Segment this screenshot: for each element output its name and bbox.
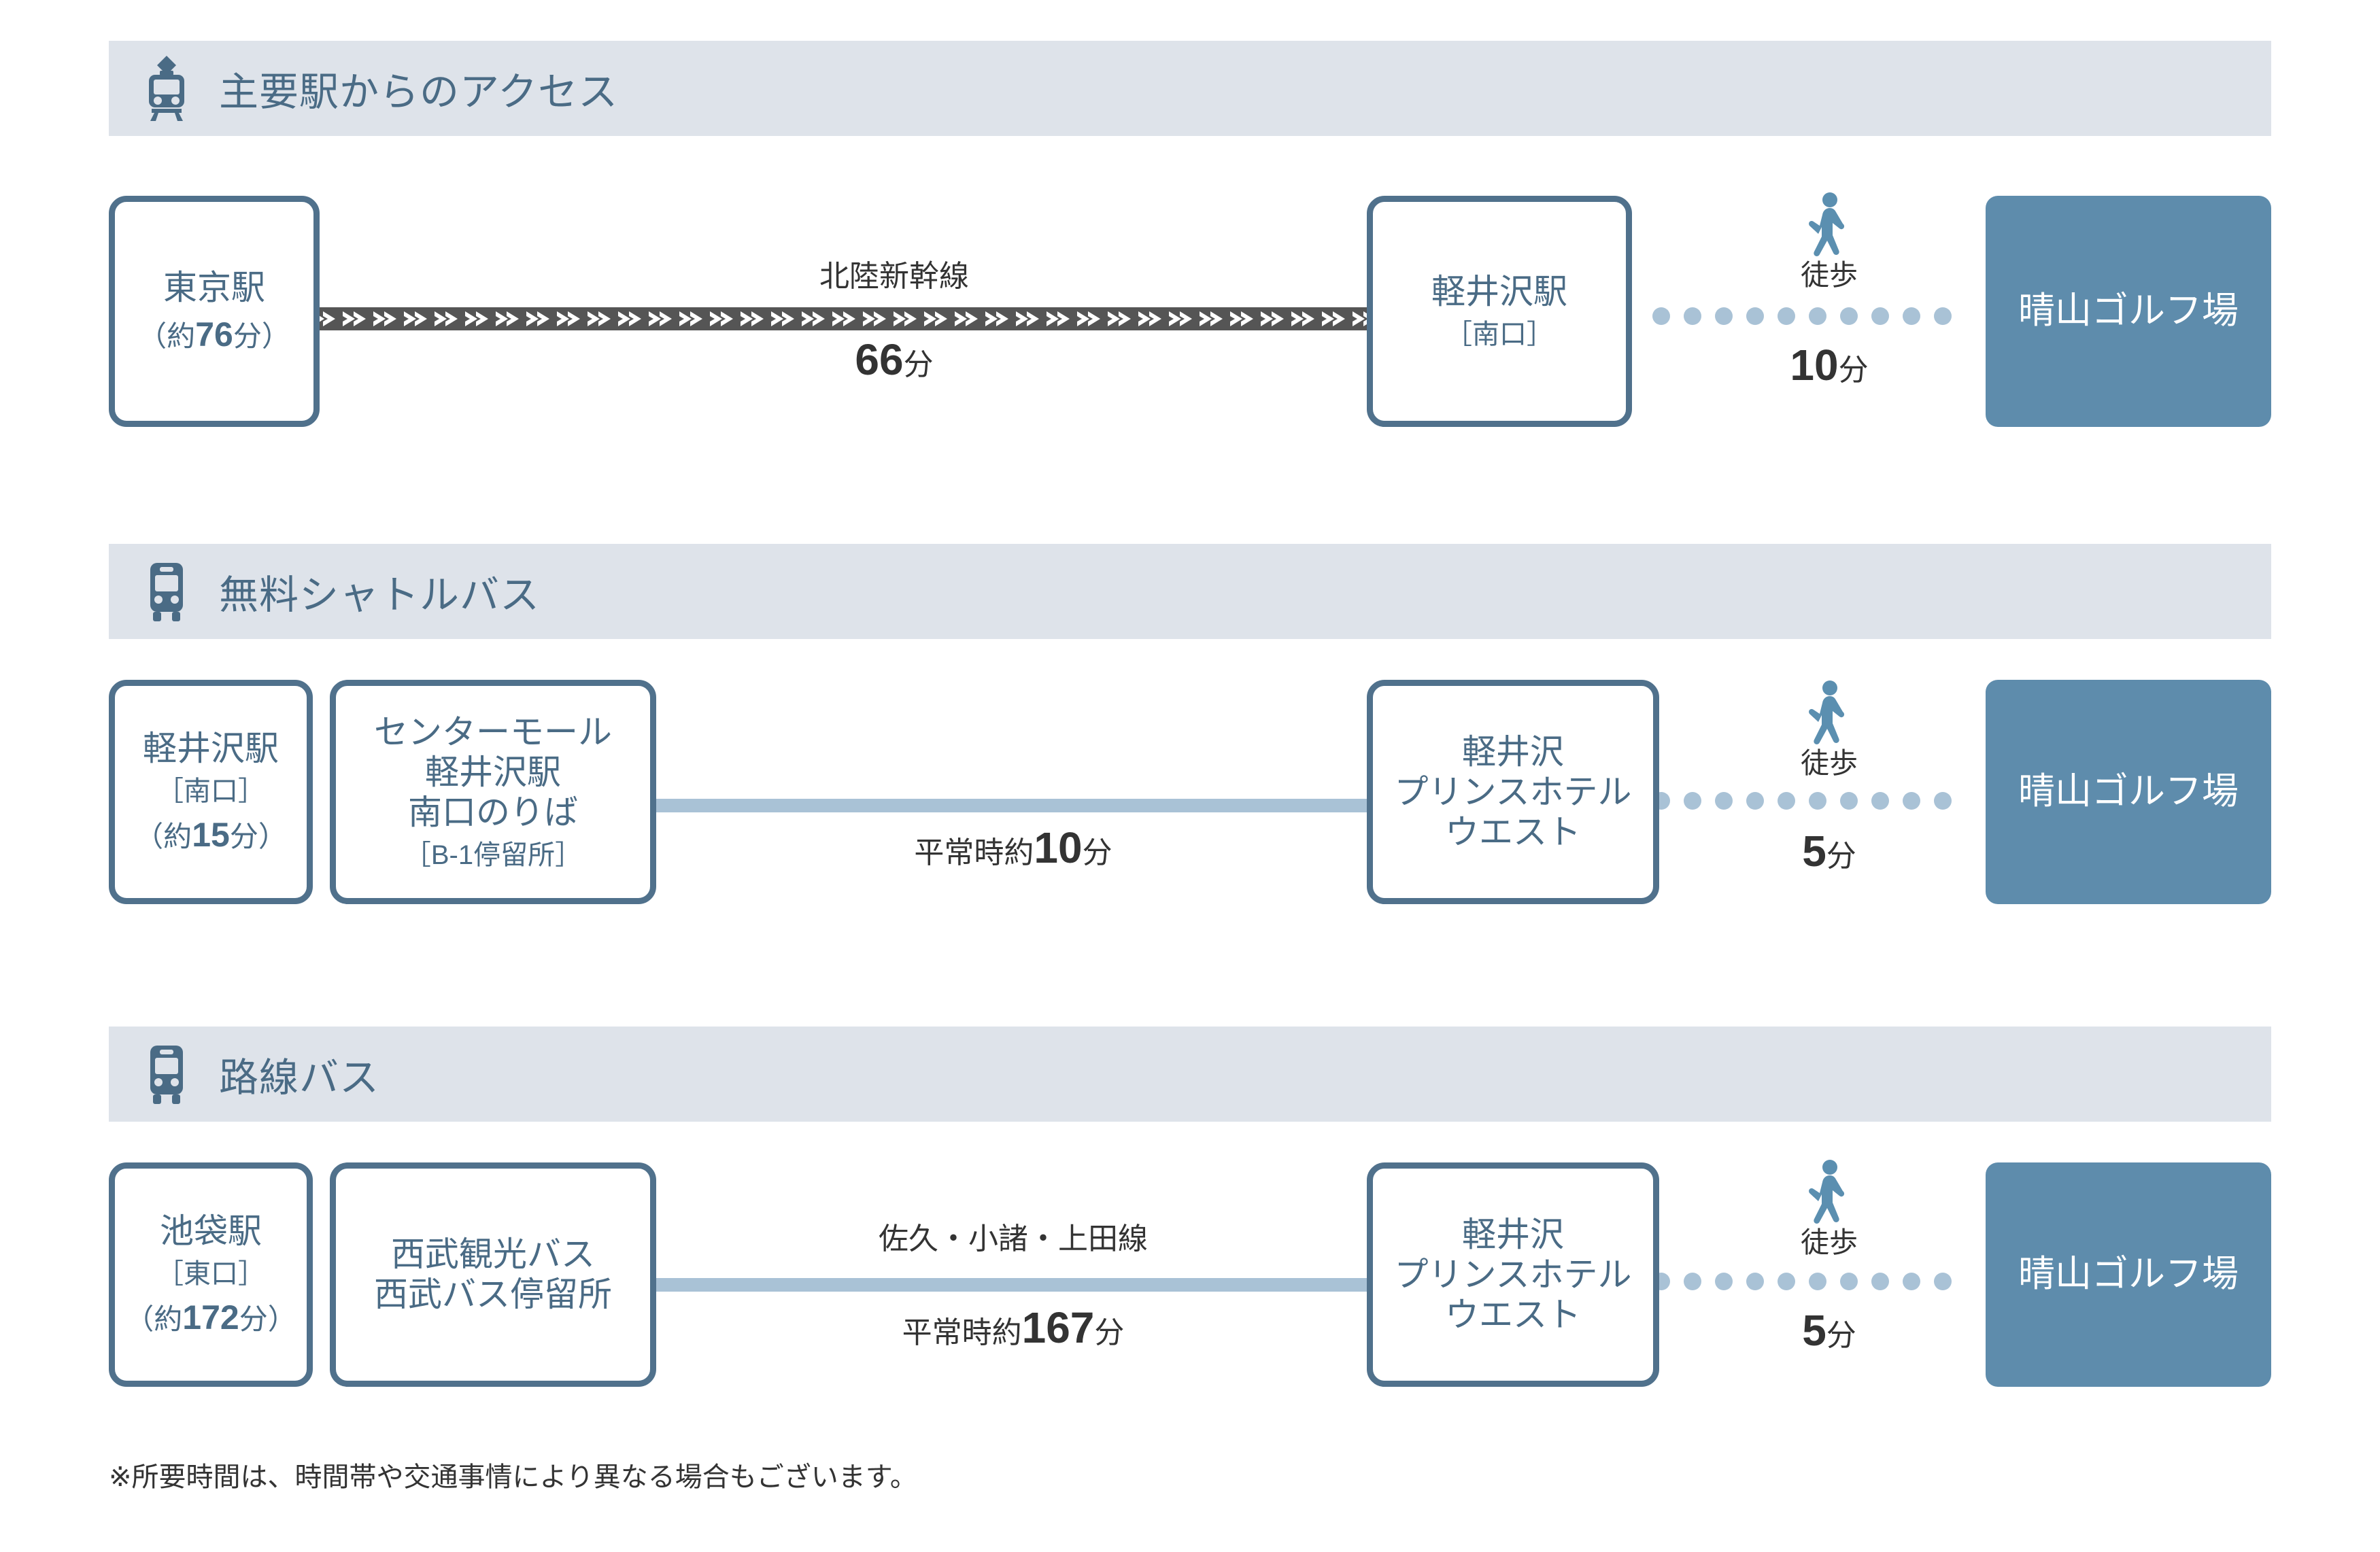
node-line-1: センターモール xyxy=(374,712,612,751)
node-seibu-bus-stop[interactable]: 西武観光バス 西武バス停留所 xyxy=(330,1162,656,1387)
walk-duration-2: 5分 xyxy=(1802,827,1856,876)
node-shuttle-stop[interactable]: センターモール 軽井沢駅 南口のりば ［B-1停留所］ xyxy=(330,680,656,904)
node-stop-code: ［B-1停留所］ xyxy=(403,840,583,870)
node-main-label: 晴山ゴルフ場 xyxy=(2018,1254,2239,1295)
dot xyxy=(1715,792,1733,810)
dot xyxy=(1809,1273,1826,1290)
dot xyxy=(1746,792,1764,810)
dot xyxy=(1840,792,1858,810)
walk-group-1: 徒歩 xyxy=(1754,192,1904,290)
walking-person-icon xyxy=(1809,192,1845,256)
footnote: ※所要時間は、時間帯や交通事情により異なる場合もございます。 xyxy=(109,1462,917,1492)
node-exit-label: ［東口］ xyxy=(156,1259,265,1290)
shinkansen-line xyxy=(309,307,1380,330)
walk-label: 徒歩 xyxy=(1800,1226,1858,1258)
node-main-label: 軽井沢駅 xyxy=(1431,272,1567,311)
section-header-route-bus: 路線バス xyxy=(109,1027,2271,1122)
dot xyxy=(1903,792,1920,810)
dot xyxy=(1871,1273,1889,1290)
node-line-2: 西武バス停留所 xyxy=(374,1275,612,1313)
rail-duration: 66分 xyxy=(855,335,934,384)
dot xyxy=(1903,307,1920,325)
dot xyxy=(1684,1273,1701,1290)
dot xyxy=(1778,307,1795,325)
walk-duration-3: 5分 xyxy=(1802,1306,1856,1355)
node-main-label: 池袋駅 xyxy=(160,1212,262,1251)
rail-line-name: 北陸新幹線 xyxy=(819,260,969,293)
dot xyxy=(1652,307,1670,325)
dot xyxy=(1778,792,1795,810)
dot xyxy=(1684,792,1701,810)
node-duration-label: （約172分） xyxy=(125,1298,296,1337)
walk-label: 徒歩 xyxy=(1800,259,1858,291)
node-prince-hotel-west-shuttle[interactable]: 軽井沢 プリンスホテル ウエスト xyxy=(1367,680,1659,904)
dot xyxy=(1903,1273,1920,1290)
node-line-2: 軽井沢駅 xyxy=(425,753,561,791)
dot xyxy=(1684,307,1701,325)
dot xyxy=(1715,307,1733,325)
walk-duration-1: 10分 xyxy=(1790,341,1869,390)
node-line-1: 軽井沢 xyxy=(1462,1215,1564,1254)
dot xyxy=(1778,1273,1795,1290)
route-bus-line xyxy=(653,1278,1374,1292)
dot xyxy=(1715,1273,1733,1290)
node-line-3: ウエスト xyxy=(1445,1295,1581,1334)
walk-label: 徒歩 xyxy=(1800,747,1858,779)
walk-dotted-line-3 xyxy=(1652,1273,1965,1290)
node-destination-golf[interactable]: 晴山ゴルフ場 xyxy=(1986,196,2271,427)
walk-dotted-line-1 xyxy=(1652,307,1965,325)
section-title: 主要駅からのアクセス xyxy=(219,70,619,114)
walk-group-3: 徒歩 xyxy=(1754,1159,1904,1257)
dot xyxy=(1746,1273,1764,1290)
shuttle-bus-line xyxy=(646,799,1374,812)
bus-icon xyxy=(137,559,196,624)
node-exit-label: ［南口］ xyxy=(1445,319,1554,349)
node-main-label: 東京駅 xyxy=(163,269,265,307)
node-origin-ikebukuro[interactable]: 池袋駅 ［東口］ （約172分） xyxy=(109,1162,313,1387)
dot xyxy=(1934,1273,1952,1290)
node-line-3: 南口のりば xyxy=(408,793,578,831)
section-header-rail: 主要駅からのアクセス xyxy=(109,41,2271,136)
node-main-label: 晴山ゴルフ場 xyxy=(2018,290,2239,332)
node-karuizawa-station[interactable]: 軽井沢駅 ［南口］ xyxy=(1367,196,1632,427)
walk-group-2: 徒歩 xyxy=(1754,680,1904,778)
dot xyxy=(1746,307,1764,325)
section-title: 無料シャトルバス xyxy=(219,573,541,617)
section-header-shuttle: 無料シャトルバス xyxy=(109,544,2271,639)
node-duration-label: （約15分） xyxy=(135,815,287,854)
node-origin-tokyo[interactable]: 東京駅 （約76分） xyxy=(109,196,320,427)
dot xyxy=(1871,307,1889,325)
walking-person-icon xyxy=(1809,1160,1845,1224)
node-line-2: プリンスホテル xyxy=(1394,1255,1632,1294)
dot xyxy=(1934,307,1952,325)
node-prince-hotel-west-bus[interactable]: 軽井沢 プリンスホテル ウエスト xyxy=(1367,1162,1659,1387)
dot xyxy=(1840,307,1858,325)
shuttle-duration: 平常時約10分 xyxy=(914,823,1112,872)
section-title: 路線バス xyxy=(219,1056,380,1100)
node-duration-label: （約76分） xyxy=(138,315,290,353)
dot xyxy=(1840,1273,1858,1290)
node-line-1: 軽井沢 xyxy=(1462,732,1564,771)
bus-duration: 平常時約167分 xyxy=(902,1303,1125,1352)
node-main-label: 軽井沢駅 xyxy=(143,729,279,768)
walking-person-icon xyxy=(1809,680,1845,744)
bus-route-name: 佐久・小諸・上田線 xyxy=(879,1222,1148,1256)
walk-dotted-line-2 xyxy=(1652,792,1965,810)
dot xyxy=(1934,792,1952,810)
node-main-label: 晴山ゴルフ場 xyxy=(2018,771,2239,812)
node-line-1: 西武観光バス xyxy=(391,1235,595,1273)
node-line-2: プリンスホテル xyxy=(1394,772,1632,811)
node-destination-golf[interactable]: 晴山ゴルフ場 xyxy=(1986,1162,2271,1387)
bus-icon xyxy=(137,1041,196,1107)
train-icon xyxy=(137,56,196,121)
dot xyxy=(1871,792,1889,810)
node-origin-karuizawa[interactable]: 軽井沢駅 ［南口］ （約15分） xyxy=(109,680,313,904)
dot xyxy=(1809,307,1826,325)
node-destination-golf[interactable]: 晴山ゴルフ場 xyxy=(1986,680,2271,904)
dot xyxy=(1809,792,1826,810)
node-exit-label: ［南口］ xyxy=(156,776,265,807)
node-line-3: ウエスト xyxy=(1445,812,1581,851)
